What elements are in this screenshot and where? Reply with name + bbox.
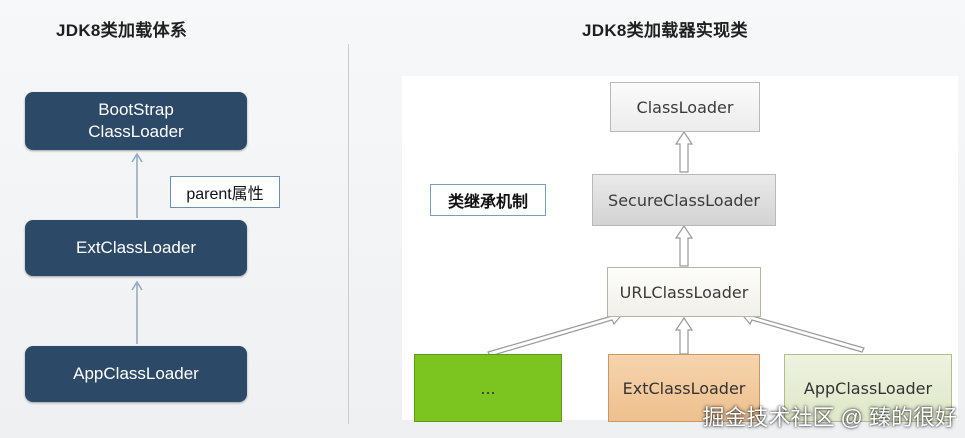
app-classloader-impl-box: AppClassLoader xyxy=(784,354,952,422)
arrow-others-to-url xyxy=(487,311,626,357)
bootstrap-classloader-box: BootStrap ClassLoader xyxy=(25,92,247,150)
panel-divider xyxy=(348,44,349,424)
arrow-ext-to-url xyxy=(674,316,694,355)
arrow-url-to-secure xyxy=(674,224,694,267)
arrow-secure-to-classloader xyxy=(674,130,694,173)
url-classloader-box: URLClassLoader xyxy=(607,267,761,317)
right-panel-title: JDK8类加载器实现类 xyxy=(582,21,748,40)
juejin-watermark: 掘金技术社区 @ 臻的很好 xyxy=(702,405,957,430)
other-classloaders-box: ... xyxy=(414,354,562,422)
bootstrap-label-line1: BootStrap xyxy=(98,100,174,119)
inheritance-mechanism-tag: 类继承机制 xyxy=(430,184,546,216)
arrowhead-bootstrap xyxy=(131,152,143,163)
parent-attribute-tag: parent属性 xyxy=(170,176,280,208)
ext-classloader-box: ExtClassLoader xyxy=(25,220,247,276)
ext-classloader-impl-box: ExtClassLoader xyxy=(608,354,760,422)
classloader-box: ClassLoader xyxy=(610,82,760,132)
app-classloader-box: AppClassLoader xyxy=(25,346,247,402)
bootstrap-label-line2: ClassLoader xyxy=(88,122,184,141)
left-panel-title: JDK8类加载体系 xyxy=(56,21,188,40)
secure-classloader-box: SecureClassLoader xyxy=(592,174,776,226)
arrowhead-ext xyxy=(131,280,143,291)
arrow-app-to-url xyxy=(738,311,865,353)
